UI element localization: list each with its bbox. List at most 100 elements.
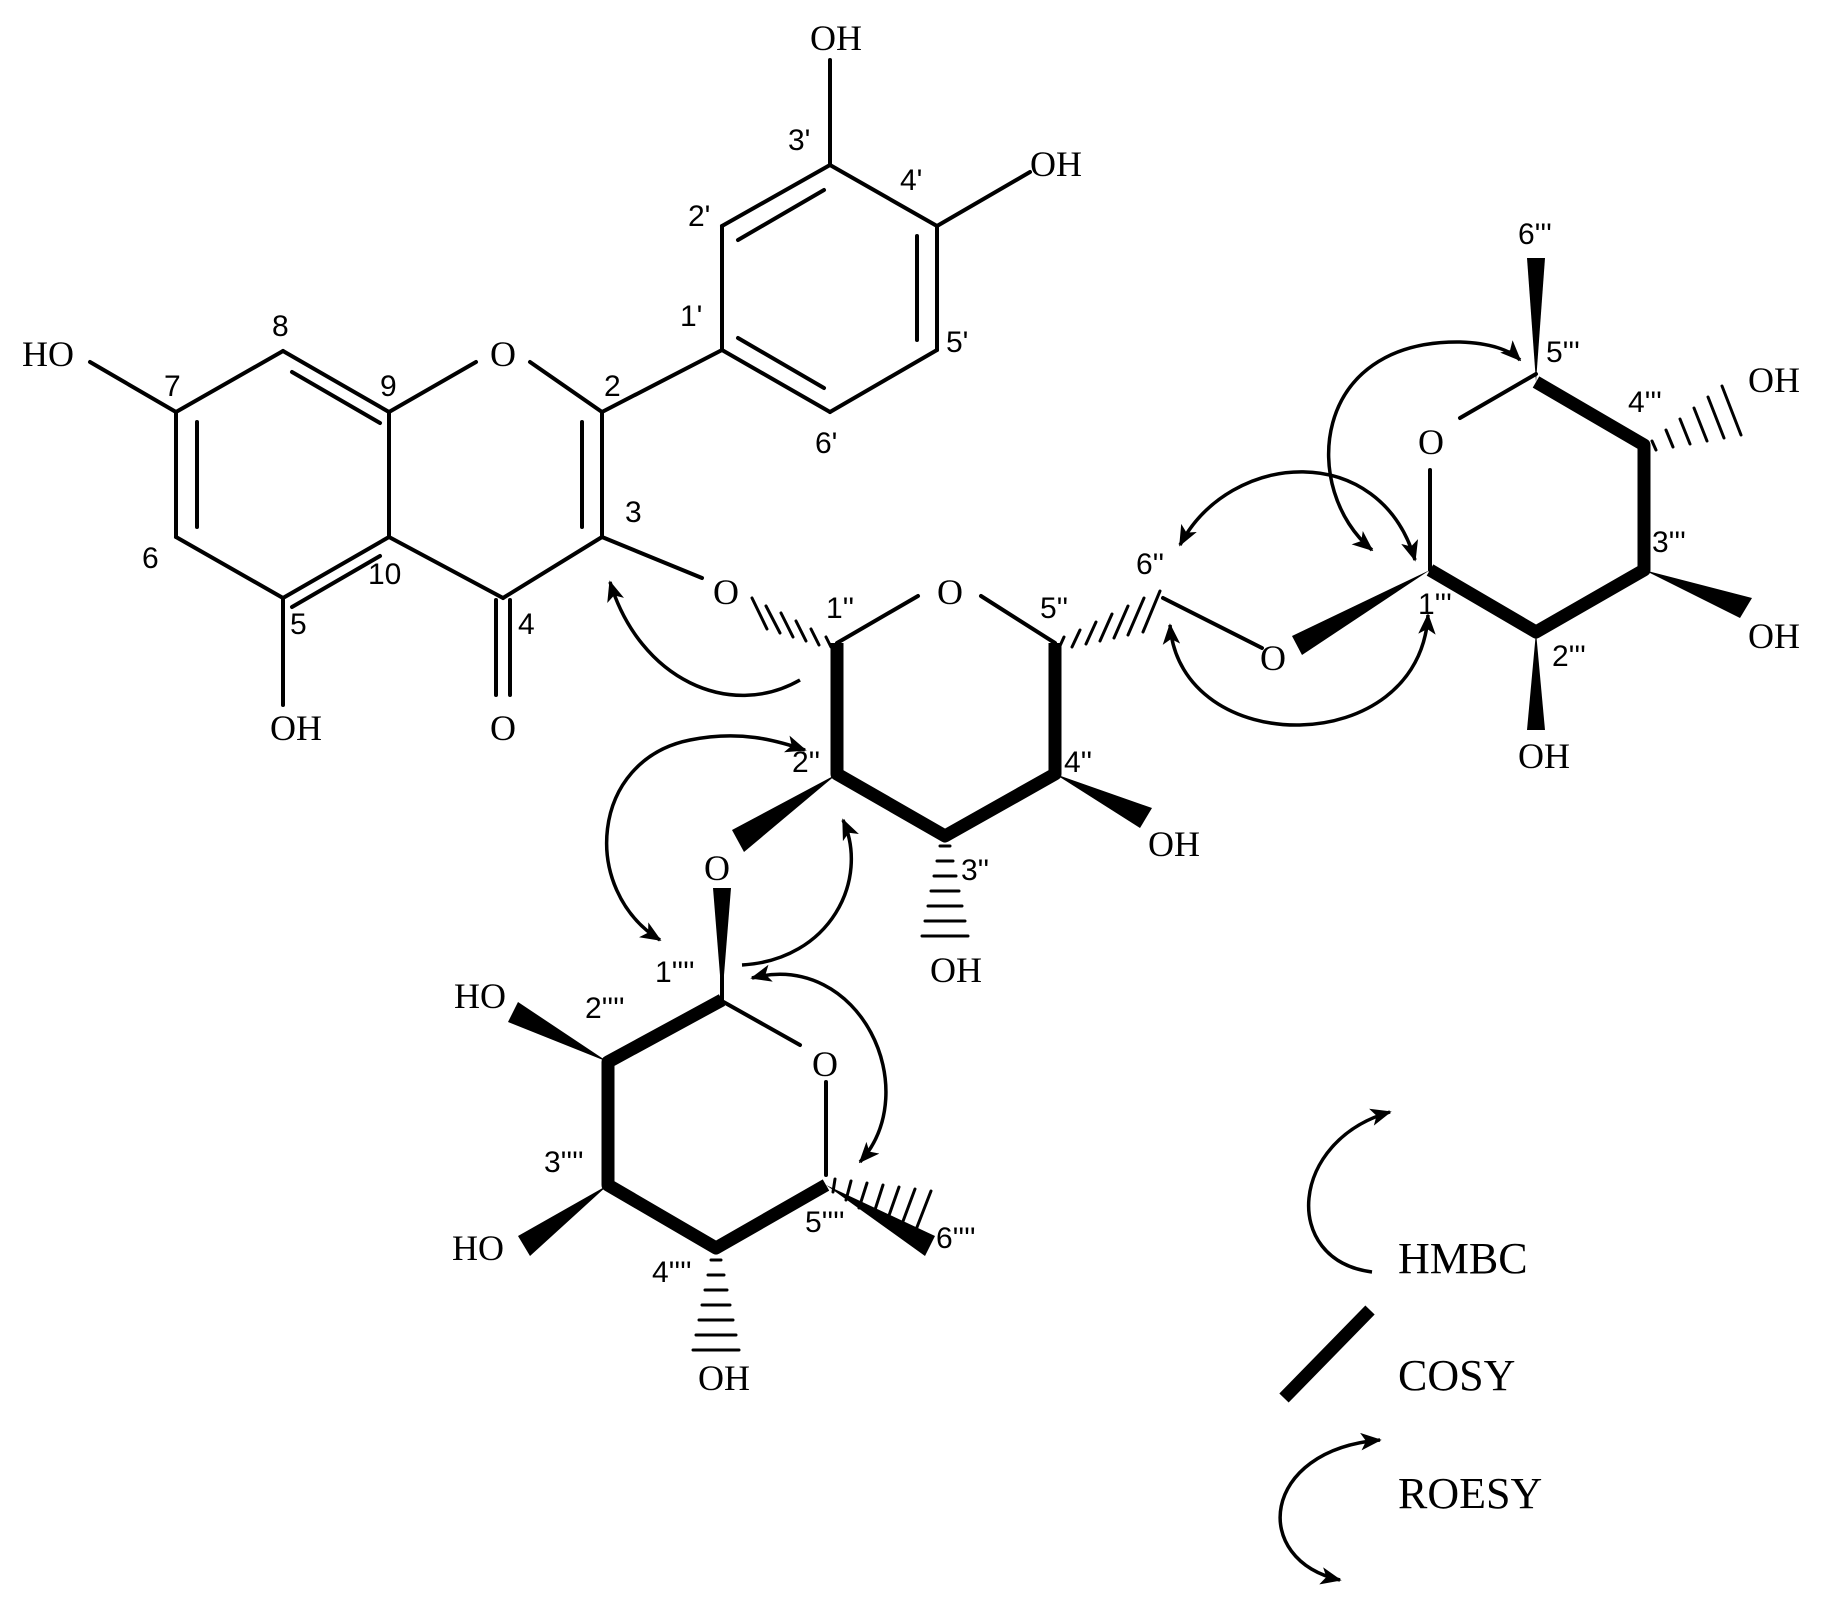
atom-ho-3pppp: HO (452, 1228, 504, 1268)
pos-3ppp: 3''' (1652, 526, 1686, 559)
pos-2pp: 2'' (792, 746, 820, 779)
hash-c4ppp-oh (1650, 384, 1743, 452)
hash-c5pp-c6pp (1057, 589, 1162, 650)
pos-6p: 6' (815, 427, 837, 460)
pos-1pppp: 1'''' (655, 956, 695, 989)
bond-c7-oh (88, 360, 178, 414)
stereo-bonds (508, 258, 1752, 1352)
bond-c10-c5 (281, 535, 391, 600)
pos-6ppp: 6''' (1518, 218, 1552, 251)
roesy-arrow-2pp-1pppp (605, 734, 807, 942)
pos-4pppp: 4'''' (652, 1256, 692, 1289)
wedge-c1ppp-o (1292, 570, 1430, 655)
bond-c8-c9-inner (290, 370, 382, 425)
roesy-arrow-1ppp-5ppp (1326, 340, 1522, 552)
bond-o5pp-c5pp (979, 594, 1057, 645)
atom-o-ring-glc: O (937, 572, 963, 612)
bond-c6pp-o6pp (1161, 596, 1264, 650)
wedge-c1pppp-o (713, 888, 731, 1000)
atom-oh-4ppp: OH (1748, 360, 1800, 400)
bond-c8-c9 (281, 349, 391, 414)
atom-oh-3ppp: OH (1748, 616, 1800, 656)
wedge-c3ppp-oh (1644, 570, 1752, 618)
pos-6pppp: 6'''' (936, 1222, 976, 1255)
bond-c6p-c1p (720, 348, 832, 414)
bond-c9-o1 (387, 360, 478, 414)
pos-5: 5 (290, 608, 307, 641)
pos-2pppp: 2'''' (585, 992, 625, 1025)
atom-o-ring-rha1: O (1418, 422, 1444, 462)
atom-o-2pp: O (704, 848, 730, 888)
pos-5ppp: 5''' (1546, 336, 1580, 369)
bond-c4p-oh (935, 170, 1032, 228)
pos-10: 10 (368, 558, 401, 591)
bond-c1pppp-o5pppp (718, 998, 802, 1047)
wedge-c2pppp-oh (508, 1002, 608, 1062)
hmbc-arrow-h1pppp-c2pp (741, 818, 859, 967)
atom-o1: O (490, 334, 516, 374)
bond-o5ppp-c5ppp (1458, 372, 1538, 420)
cosy-glc (830, 643, 1062, 843)
position-labels: 3' 4' 2' 1' 5' 6' 8 7 9 2 3 6 10 5 4 1''… (142, 124, 1686, 1289)
pos-3p: 3' (788, 124, 810, 157)
bond-c3-c4 (501, 535, 604, 600)
hash-c4pppp-oh (691, 1258, 741, 1352)
pos-2ppp: 2''' (1552, 640, 1586, 673)
pos-3pppp: 3'''' (544, 1146, 584, 1179)
pos-5pp: 5'' (1040, 592, 1068, 625)
pos-7: 7 (164, 370, 181, 403)
bond-c3p-c4p (828, 163, 939, 228)
bond-c10-c5-inner (290, 554, 382, 609)
hash-c3pp-oh (920, 844, 970, 938)
bond-c2p-c3p (720, 163, 832, 228)
pos-9: 9 (380, 370, 397, 403)
bond-c1pp-o5pp (835, 594, 920, 645)
pos-8: 8 (272, 310, 289, 343)
legend-roesy-label: ROESY (1398, 1469, 1542, 1518)
cosy-rha-outer (1426, 376, 1651, 639)
aglycone-bonds (88, 58, 1032, 707)
wedge-c5pppp-c6pppp (826, 1185, 935, 1256)
atom-o-ring-rha2: O (812, 1044, 838, 1084)
legend-cosy-label: COSY (1398, 1351, 1515, 1400)
pos-5p: 5' (946, 326, 968, 359)
atom-oh-3p: OH (810, 18, 862, 58)
wedge-c2ppp-oh (1527, 632, 1545, 730)
pos-1ppp: 1''' (1418, 588, 1452, 621)
bond-c2p-c3p-inner (736, 188, 826, 242)
atom-o3: O (713, 572, 739, 612)
atom-oh-3pp: OH (930, 950, 982, 990)
pos-3pp: 3'' (961, 854, 989, 887)
pos-3: 3 (625, 496, 642, 529)
pos-2p: 2' (688, 200, 710, 233)
cosy-rha-inner (601, 994, 830, 1255)
pos-5pppp: 5'''' (805, 1206, 845, 1239)
legend-roesy-arrow (1278, 1432, 1382, 1585)
bond-c5-c6 (174, 535, 285, 600)
atom-oh-4pppp: OH (698, 1358, 750, 1398)
bond-c5p-c6p (828, 348, 939, 414)
atom-o-carbonyl: O (490, 708, 516, 748)
pos-1p: 1' (680, 300, 702, 333)
wedge-c3pppp-oh (518, 1185, 608, 1256)
atom-ho-7: HO (22, 334, 74, 374)
bond-c7-c8 (174, 349, 285, 414)
legend-hmbc-arrow (1306, 1108, 1392, 1274)
atom-labels: OH OH HO O OH O O O OH OH O O O OH OH OH… (22, 18, 1800, 1398)
atom-ho-2pppp: HO (454, 976, 506, 1016)
hash-c1pp-o3 (750, 596, 833, 649)
atom-oh-4p: OH (1030, 144, 1082, 184)
roesy-arrow-6pp-1ppp (1178, 470, 1418, 562)
atom-oh-2ppp: OH (1518, 736, 1570, 776)
wedge-c4pp-oh (1055, 774, 1152, 828)
wedge-c2pp-o (732, 774, 837, 852)
pos-4pp: 4'' (1064, 746, 1092, 779)
pos-4: 4 (518, 608, 535, 641)
pos-6pp: 6'' (1136, 548, 1164, 581)
bond-c3-o3 (600, 535, 704, 580)
hmbc-arrow-h1pppp-c5pppp (750, 964, 888, 1164)
pos-1pp: 1'' (826, 592, 854, 625)
bond-c6p-c1p-inner (736, 336, 826, 390)
hmbc-arrow-h1pp-c3 (607, 580, 801, 697)
